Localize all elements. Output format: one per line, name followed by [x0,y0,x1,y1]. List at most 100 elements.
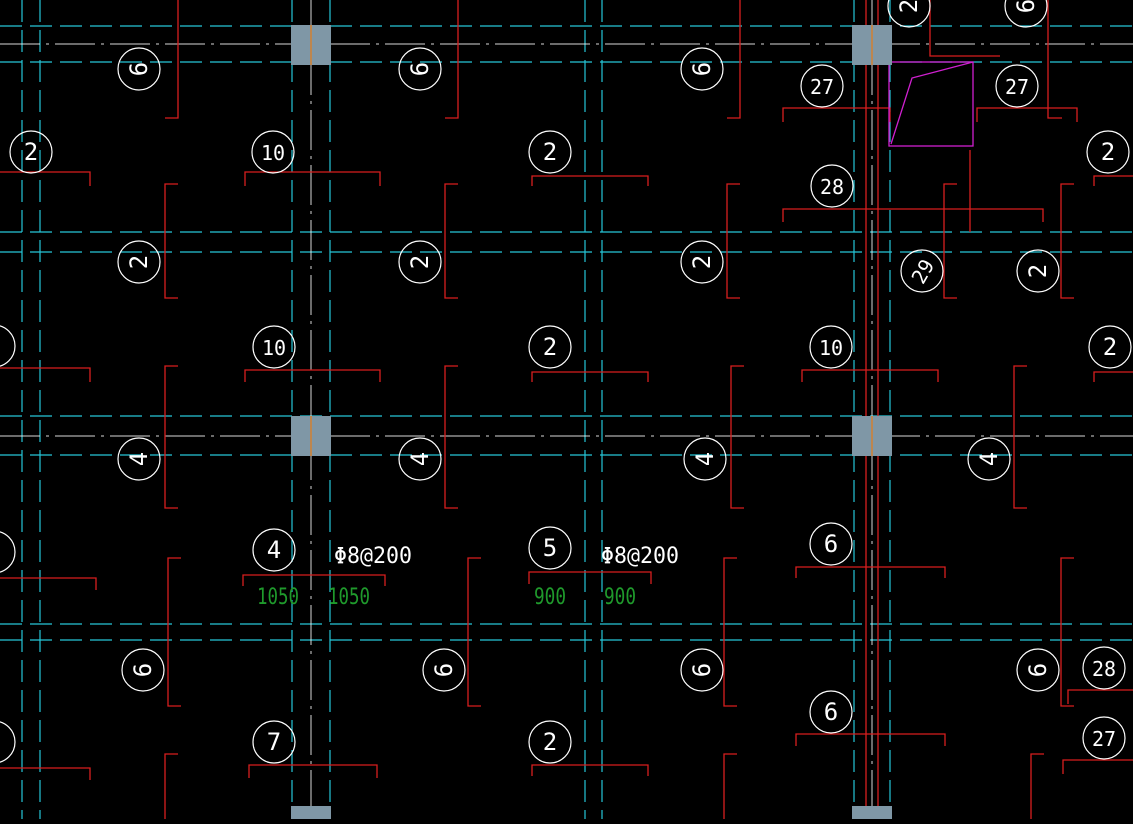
rebar-mark-circle [398,240,442,284]
rebar-mark-circle [117,437,161,481]
rebar-mark-circle [810,164,854,208]
rebar-mark-circle [1016,249,1060,293]
rebar-bar [531,371,649,382]
rebar-mark: 27 [995,64,1039,108]
rebar-mark: 2 [398,240,442,284]
rebar-mark-number: 4 [267,536,281,564]
rebar-mark-circle [1004,0,1048,28]
rebar-mark: 4 [683,437,727,481]
rebar-bracket [164,183,178,299]
rebar-mark-number: 6 [1024,663,1052,677]
rebar-mark-number: 2 [1103,333,1117,361]
slab-opening[interactable] [888,61,974,147]
rebar-bar [0,577,97,590]
rebar-mark-number: 6 [824,530,838,558]
rebar-mark-number: 6 [688,663,716,677]
rebar-mark: 6 [680,648,724,692]
rebar-mark: 5 [528,526,572,570]
rebar-bracket [167,557,181,707]
column [852,806,892,819]
rebar-mark-circle [0,531,16,573]
rebar-mark-number: 28 [820,175,844,199]
rebar-bar [782,107,891,122]
rebar-bracket [723,753,737,819]
rebar-mark-number: 10 [819,336,843,360]
rebar-mark: 2 [117,240,161,284]
rebar-bracket [445,0,459,119]
rebar-bar [242,574,386,586]
rebar-mark-number: 10 [262,336,286,360]
rebar-mark-number: 29 [906,255,939,288]
rebar-mark: 7 [252,720,296,764]
rebar-bar [976,107,1078,122]
rebar-mark-circle [809,522,853,566]
rebar-mark-number: 2 [1101,138,1115,166]
rebar-mark-circle [528,130,572,174]
rebar-mark: 10 [251,130,295,174]
rebar-mark-number: 10 [261,141,285,165]
rebar-mark-circle [251,130,295,174]
rebar-mark-number: 28 [1092,657,1116,681]
rebar-mark-number: 27 [1005,75,1029,99]
rebar-mark-circle [117,47,161,91]
rebar-mark-circle [995,64,1039,108]
rebar-mark-number: 4 [975,452,1003,466]
rebar-mark-circle [680,648,724,692]
rebar-mark-number: 6 [129,663,157,677]
rebar-bracket [1060,557,1074,707]
rebar-mark-number: 4 [125,452,153,466]
rebar-mark-number: 27 [810,75,834,99]
rebar-mark: 6 [1004,0,1048,28]
rebar-bar [782,208,1044,222]
rebar-mark-circle [528,720,572,764]
rebar-bar [0,367,91,382]
rebar-bracket [943,183,957,299]
rebar-mark: 2 [528,325,572,369]
rebar-spec-label: Φ8@200 [601,544,679,569]
rebar-mark: 28 [810,164,854,208]
rebar-mark-circle [680,47,724,91]
rebar-mark: 6 [121,648,165,692]
opening-outline [888,61,974,147]
rebar-mark: 10 [252,325,296,369]
rebar-mark-circle [680,240,724,284]
rebar-mark: 4 [967,437,1011,481]
rebar-mark: 6 [117,47,161,91]
rebar-bar [1093,175,1133,186]
rebar-mark-circle [1082,646,1126,690]
rebar-mark-circle [9,130,53,174]
rebar-mark: 2 [1086,130,1130,174]
rebar-mark-number: 6 [406,62,434,76]
rebar-bar [248,764,378,778]
column [291,806,331,819]
rebar-mark-number: 6 [1012,0,1040,13]
opening-diagonal [890,61,974,145]
rebar-mark-circle [809,690,853,734]
rebar-bar [0,171,91,186]
columns [291,25,892,819]
rebar-bracket [1013,365,1027,509]
rebar-mark: 27 [1082,716,1126,760]
rebar-mark-circle [252,528,296,572]
rebar-mark-number: 4 [691,452,719,466]
rebar-mark-circle [0,721,16,763]
rebar-spec-labels: Φ8@200 Φ8@200 [334,544,679,569]
rebar-mark-circle [887,0,931,28]
rebar-length-label: 900 [604,585,636,610]
rebar-bracket [467,557,481,707]
rebar-length-label: 1050 [257,585,299,610]
rebar-spec-label: Φ8@200 [334,544,412,569]
rebar-mark-number: 2 [543,333,557,361]
rebar-bracket [1030,753,1044,819]
rebar-mark-number: 4 [406,452,434,466]
rebar-mark-number: 2 [543,728,557,756]
rebar-bar [1067,689,1133,704]
rebar-mark: 2 [1016,249,1060,293]
rebar-mark: 6 [809,690,853,734]
